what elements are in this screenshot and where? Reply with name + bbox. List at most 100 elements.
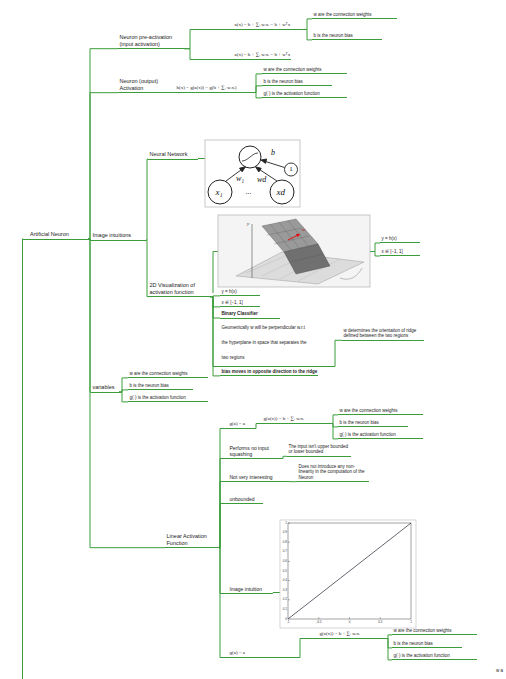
topic-text: g(·) is the activation function: [130, 395, 208, 400]
topic-node: Artificial Neuron: [22, 231, 88, 240]
branch-line: [219, 429, 228, 548]
tick-label: 1: [279, 522, 287, 525]
tick-label: 0.8: [279, 541, 287, 544]
topic-text: Geometrically w will be perpendicular w.…: [222, 320, 310, 365]
topic-node: unbounded: [228, 496, 263, 504]
topic-text: a(x) = b + ∑ᵢ wᵢxᵢ = b + wᵀx: [235, 22, 291, 28]
topic-node: Neural Network: [148, 151, 198, 160]
topic-text: The input isn't upper bounded or lower b…: [289, 444, 351, 455]
topic-node: a(x) = b + ∑ᵢ wᵢxᵢ = b + wᵀx: [233, 22, 291, 30]
branch-line: [146, 159, 148, 240]
tick-label: 0.5: [374, 621, 386, 624]
topic-node: Not very interesting: [228, 474, 280, 482]
topic-node: g(·) is the activation function: [338, 432, 423, 439]
figure-label: w: [302, 227, 305, 232]
topic-text: Neural Network: [150, 151, 198, 158]
topic-text: b is the neuron bias: [130, 383, 193, 388]
topic-node: w are the connection weights: [262, 67, 347, 74]
topic-node: g(a(x)) = b + ∑ᵢ wᵢxᵢ: [318, 631, 361, 639]
topic-text: w determines the orientation of ridge de…: [344, 328, 424, 339]
topic-text: bias moves in opposite direction to the …: [222, 369, 318, 374]
topic-text: Neuron (output) Activation: [120, 78, 178, 91]
topic-text: w are the connection weights: [340, 408, 423, 413]
branch-line: [210, 297, 220, 367]
branch-line: [280, 481, 297, 482]
topic-text: y = h(x): [222, 289, 260, 294]
topic-node: g(a) = a: [228, 421, 253, 429]
branch-line: [219, 482, 228, 548]
topic-text: w are the connection weights: [394, 628, 477, 633]
branch-line: [253, 639, 318, 658]
figure-label: wd: [257, 176, 266, 184]
branch-line: [184, 49, 233, 60]
tick-label: -1: [282, 621, 294, 624]
tick-label: 0.6: [279, 560, 287, 563]
branch-line: [219, 504, 228, 548]
topic-node: Neuron (output) Activation: [118, 78, 178, 93]
topic-node: g(·) is the activation function: [128, 395, 208, 402]
topic-text: Binary Classifier: [222, 311, 280, 317]
topic-node: w are the connection weights: [338, 408, 423, 415]
topic-node: b is the neuron bias: [338, 420, 408, 427]
topic-node: g(·) is the activation function: [262, 91, 347, 98]
figure-label: ...: [246, 188, 252, 196]
topic-text: Image intuitions: [93, 232, 146, 239]
topic-text: b is the neuron bias: [340, 420, 408, 425]
topic-node: Performs no input squashing: [228, 445, 272, 459]
leader-line: [213, 252, 218, 294]
topic-node: w determines the orientation of ridge de…: [342, 328, 424, 341]
topic-node: g(a) = a: [228, 650, 253, 658]
topic-node: y = h(x): [380, 236, 420, 243]
tick-label: -0.5: [313, 621, 325, 624]
topic-text: g(a) = a: [230, 650, 253, 656]
topic-node: b is the neuron bias: [262, 79, 332, 86]
tick-label: 0.7: [279, 550, 287, 553]
topic-node: h(x) = g(a(x)) = g(b + ∑ᵢ wᵢxᵢ): [175, 85, 237, 93]
branch-line: [361, 639, 392, 660]
leader-line: [370, 243, 380, 256]
root-trunk: [22, 239, 23, 679]
topic-text: g(·) is the activation function: [340, 432, 423, 437]
topic-text: w are the connection weights: [264, 67, 347, 72]
topic-text: variables: [93, 384, 119, 391]
topic-text: Performs no input squashing: [230, 445, 272, 457]
branch-line: [219, 459, 228, 548]
branch-line: [237, 74, 262, 93]
topic-node: x ∈ [−1, 1]: [220, 300, 260, 307]
leader-line: [198, 158, 205, 159]
topic-node: bias moves in opposite direction to the …: [220, 369, 318, 376]
activation-surface-plot: [218, 215, 370, 287]
branch-line: [310, 340, 342, 366]
branch-line: [237, 86, 262, 93]
topic-node: Neuron pre-activation (input activation): [118, 34, 184, 49]
topic-text: x ∈ [−1, 1]: [382, 249, 420, 254]
tick-label: 0.3: [279, 589, 287, 592]
tick-label: 1: [405, 621, 417, 624]
branch-line: [88, 49, 118, 239]
neuron-figure: [205, 140, 300, 207]
figure-label: xd: [277, 188, 286, 197]
topic-node: w are the connection weights: [312, 12, 397, 19]
topic-node: g(a(x)) = b + ∑ᵢ wᵢxᵢ: [262, 416, 305, 424]
branch-line: [291, 19, 312, 30]
topic-text: g(·) is the activation function: [264, 91, 347, 96]
branch-line: [361, 639, 392, 648]
topic-text: b is the neuron bias: [314, 33, 382, 38]
topic-text: Linear Activation Function: [167, 533, 219, 546]
topic-node: Does not introduce any non-linearity in …: [297, 464, 369, 482]
topic-text: x ∈ [−1, 1]: [222, 300, 260, 305]
topic-node: x ∈ [−1, 1]: [380, 249, 420, 256]
branch-line: [291, 30, 312, 40]
figure-label: w a: [496, 669, 503, 674]
topic-text: Neuron pre-activation (input activation): [120, 34, 184, 47]
branch-line: [119, 392, 128, 402]
topic-node: w are the connection weights: [128, 371, 208, 378]
topic-node: Image intuitions: [91, 232, 146, 241]
topic-node: w are the connection weights: [392, 628, 477, 635]
topic-text: a(x) = b + ∑ᵢ wᵢxᵢ = b + wᵀx: [235, 52, 291, 58]
topic-text: b is the neuron bias: [394, 641, 462, 646]
branch-line: [119, 378, 128, 392]
tick-label: 0.9: [279, 531, 287, 534]
